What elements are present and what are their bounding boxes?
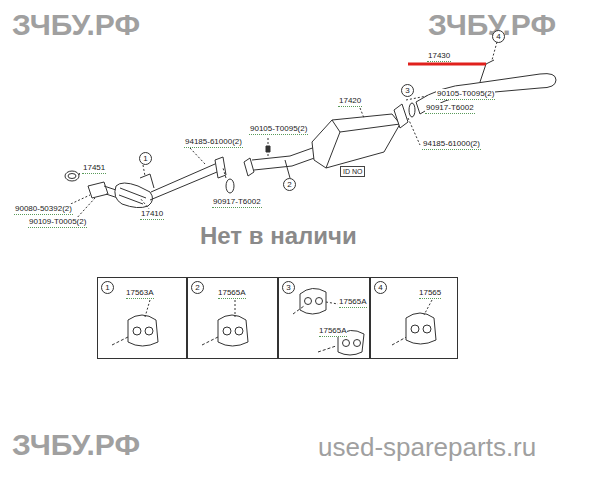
part-number: 90105-T0095(2) (249, 124, 308, 135)
tail-pipe (416, 74, 556, 114)
muffler (312, 114, 400, 168)
part-number: 94185-61000(2) (422, 139, 481, 150)
pipe (252, 146, 320, 170)
stock-note: Нет в наличи (200, 222, 357, 250)
part-number: 17565 (419, 288, 441, 299)
part-number: 17563A (126, 288, 154, 299)
part-number: 90080-50392(2) (14, 204, 73, 215)
flange (244, 158, 254, 176)
gasket-hole (68, 174, 76, 179)
part-number: 90109-T0005(2) (28, 217, 87, 228)
gasket (65, 171, 79, 181)
flange (394, 104, 408, 128)
flange (215, 157, 226, 178)
part-number: 17410 (140, 209, 164, 220)
parts-box: 3 17565A 17565A (278, 277, 370, 359)
callout-number: 2 (191, 281, 204, 294)
callout-number: 1 (101, 281, 114, 294)
part-number: 17565A (218, 288, 246, 299)
watermark: used-spareparts.ru (318, 432, 536, 462)
part-number: 17565A (339, 297, 367, 308)
parts-box: 2 17565A (187, 277, 278, 359)
hanger-rubber (112, 288, 436, 355)
watermark: ЗЧБУ.РФ (12, 428, 140, 462)
watermark: ЗЧБУ.РФ (12, 8, 140, 42)
catalytic-converter (115, 183, 153, 208)
bracket (140, 174, 154, 188)
part-number: 94185-61000(2) (184, 137, 243, 148)
part-number: 17430 (427, 51, 451, 62)
part-number: 90917-T6002 (425, 103, 475, 114)
parts-box: 1 17563A (97, 277, 187, 359)
gasket (226, 179, 234, 193)
part-number: 17565A (319, 326, 347, 337)
callout-number: 4 (374, 281, 387, 294)
id-plate: ID NO (340, 166, 365, 177)
part-number: 17420 (338, 96, 362, 107)
callout-number: 1 (139, 152, 152, 165)
callout-number: 3 (282, 281, 295, 294)
part-number: 90105-T0095(2) (436, 89, 495, 100)
callout-number: 2 (283, 178, 296, 191)
callout-number: 4 (492, 30, 505, 43)
pipe (150, 164, 217, 200)
highlight-mark (408, 63, 486, 66)
part-number: 90917-T6002 (212, 197, 262, 208)
callout-number: 3 (401, 84, 414, 97)
part-number: 17451 (82, 163, 106, 174)
hanger-rod (285, 160, 290, 178)
parts-box: 4 17565 (370, 277, 458, 359)
flange (88, 182, 108, 198)
